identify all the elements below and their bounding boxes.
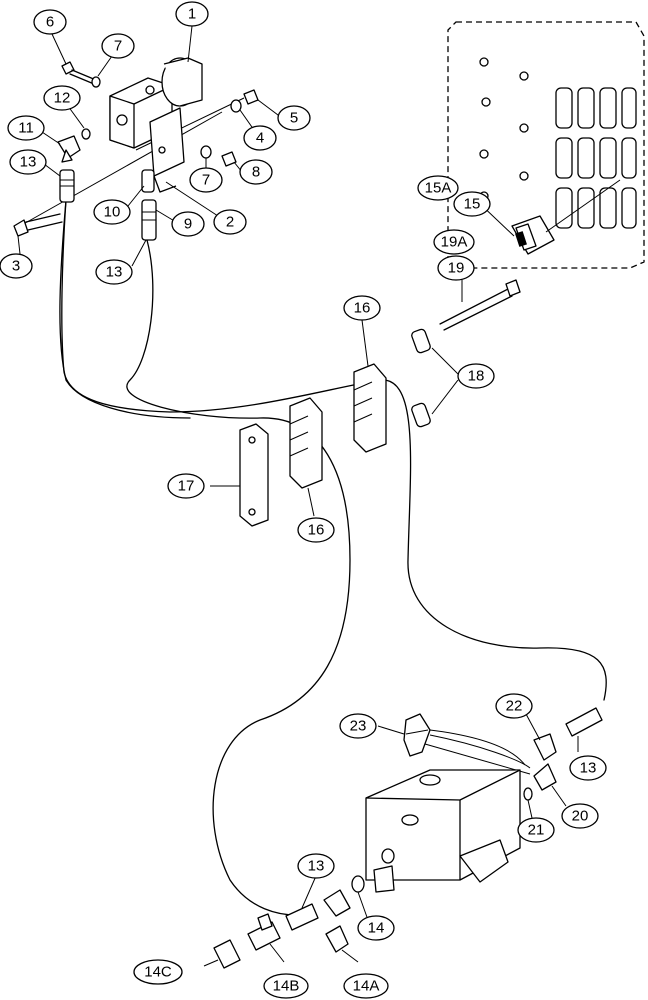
callout-21: 21 <box>517 817 555 843</box>
valve-fittings <box>213 707 603 969</box>
switch-panel <box>447 21 645 269</box>
svg-text:18: 18 <box>468 368 485 385</box>
callout-9: 9 <box>171 211 205 237</box>
callout-16-top: 16 <box>343 295 381 321</box>
svg-text:13: 13 <box>308 858 325 875</box>
callout-2: 2 <box>213 209 247 235</box>
callout-14: 14 <box>357 915 395 941</box>
svg-text:9: 9 <box>184 216 192 233</box>
leader-23 <box>429 729 526 766</box>
callout-1: 1 <box>175 1 209 27</box>
callout-17: 17 <box>167 473 205 499</box>
callout-13-center: 13 <box>95 259 133 285</box>
callout-14B: 14B <box>263 973 309 999</box>
svg-text:13: 13 <box>20 154 37 171</box>
callout-7-b: 7 <box>189 167 223 193</box>
callout-16-lower: 16 <box>297 517 335 543</box>
svg-text:15: 15 <box>464 196 481 213</box>
svg-text:23: 23 <box>350 718 367 735</box>
svg-text:8: 8 <box>252 164 260 181</box>
svg-text:19A: 19A <box>441 234 468 251</box>
svg-text:22: 22 <box>506 698 523 715</box>
svg-text:16: 16 <box>308 522 325 539</box>
svg-text:2: 2 <box>226 214 234 231</box>
hose-clamps <box>239 363 387 527</box>
svg-text:4: 4 <box>256 130 264 147</box>
callout-20: 20 <box>561 803 599 829</box>
hose-center <box>126 239 351 916</box>
callout-19: 19 <box>437 255 475 281</box>
callout-14A: 14A <box>343 973 389 999</box>
svg-text:14A: 14A <box>353 978 380 995</box>
callout-22: 22 <box>495 693 533 719</box>
svg-text:16: 16 <box>354 300 371 317</box>
callout-12: 12 <box>43 85 81 111</box>
rocker-switch <box>511 179 621 255</box>
hose-left-main <box>61 199 607 701</box>
callout-23: 23 <box>339 713 377 739</box>
svg-text:19: 19 <box>448 260 465 277</box>
svg-text:13: 13 <box>106 264 123 281</box>
callout-18: 18 <box>457 363 495 389</box>
callout-5: 5 <box>277 105 311 131</box>
svg-text:3: 3 <box>12 258 20 275</box>
leader-bolt-3 <box>19 111 223 227</box>
leader-valve <box>424 743 531 775</box>
svg-text:13: 13 <box>580 760 597 777</box>
callout-6: 6 <box>33 9 67 35</box>
callout-19A: 19A <box>433 229 475 255</box>
svg-text:6: 6 <box>46 14 54 31</box>
leader-23b <box>429 734 531 769</box>
fasteners-top <box>13 61 259 241</box>
svg-text:11: 11 <box>18 120 34 137</box>
svg-text:14: 14 <box>368 920 385 937</box>
callouts: 1 6 7 12 11 13 5 4 7 8 10 9 2 3 13 15A 1… <box>0 1 607 999</box>
svg-text:14C: 14C <box>144 964 172 981</box>
svg-text:20: 20 <box>572 808 589 825</box>
callout-11: 11 <box>7 115 45 141</box>
svg-text:21: 21 <box>528 822 545 839</box>
svg-text:7: 7 <box>202 172 210 189</box>
svg-text:7: 7 <box>114 38 122 55</box>
callout-3: 3 <box>0 253 33 279</box>
svg-text:12: 12 <box>54 90 71 107</box>
svg-text:5: 5 <box>290 110 298 127</box>
svg-text:14B: 14B <box>273 978 300 995</box>
callout-15A: 15A <box>417 175 459 201</box>
svg-text:17: 17 <box>178 478 195 495</box>
callout-13-top: 13 <box>9 149 47 175</box>
solenoid-valve <box>109 57 203 193</box>
callout-13-right: 13 <box>569 755 607 781</box>
switch-openings <box>555 87 637 229</box>
callout-13-bottom: 13 <box>297 853 335 879</box>
callout-10: 10 <box>93 199 131 225</box>
svg-text:10: 10 <box>104 204 121 221</box>
control-valve <box>365 769 521 893</box>
svg-text:1: 1 <box>188 6 196 23</box>
leader-lines <box>17 25 579 967</box>
hose-left-main-b <box>59 199 191 419</box>
callout-15: 15 <box>453 191 491 217</box>
callout-14C: 14C <box>133 959 183 985</box>
screw-and-spacers <box>411 279 521 428</box>
callout-7: 7 <box>101 33 135 59</box>
svg-text:15A: 15A <box>425 180 452 197</box>
callout-4: 4 <box>243 125 277 151</box>
callout-8: 8 <box>239 159 273 185</box>
